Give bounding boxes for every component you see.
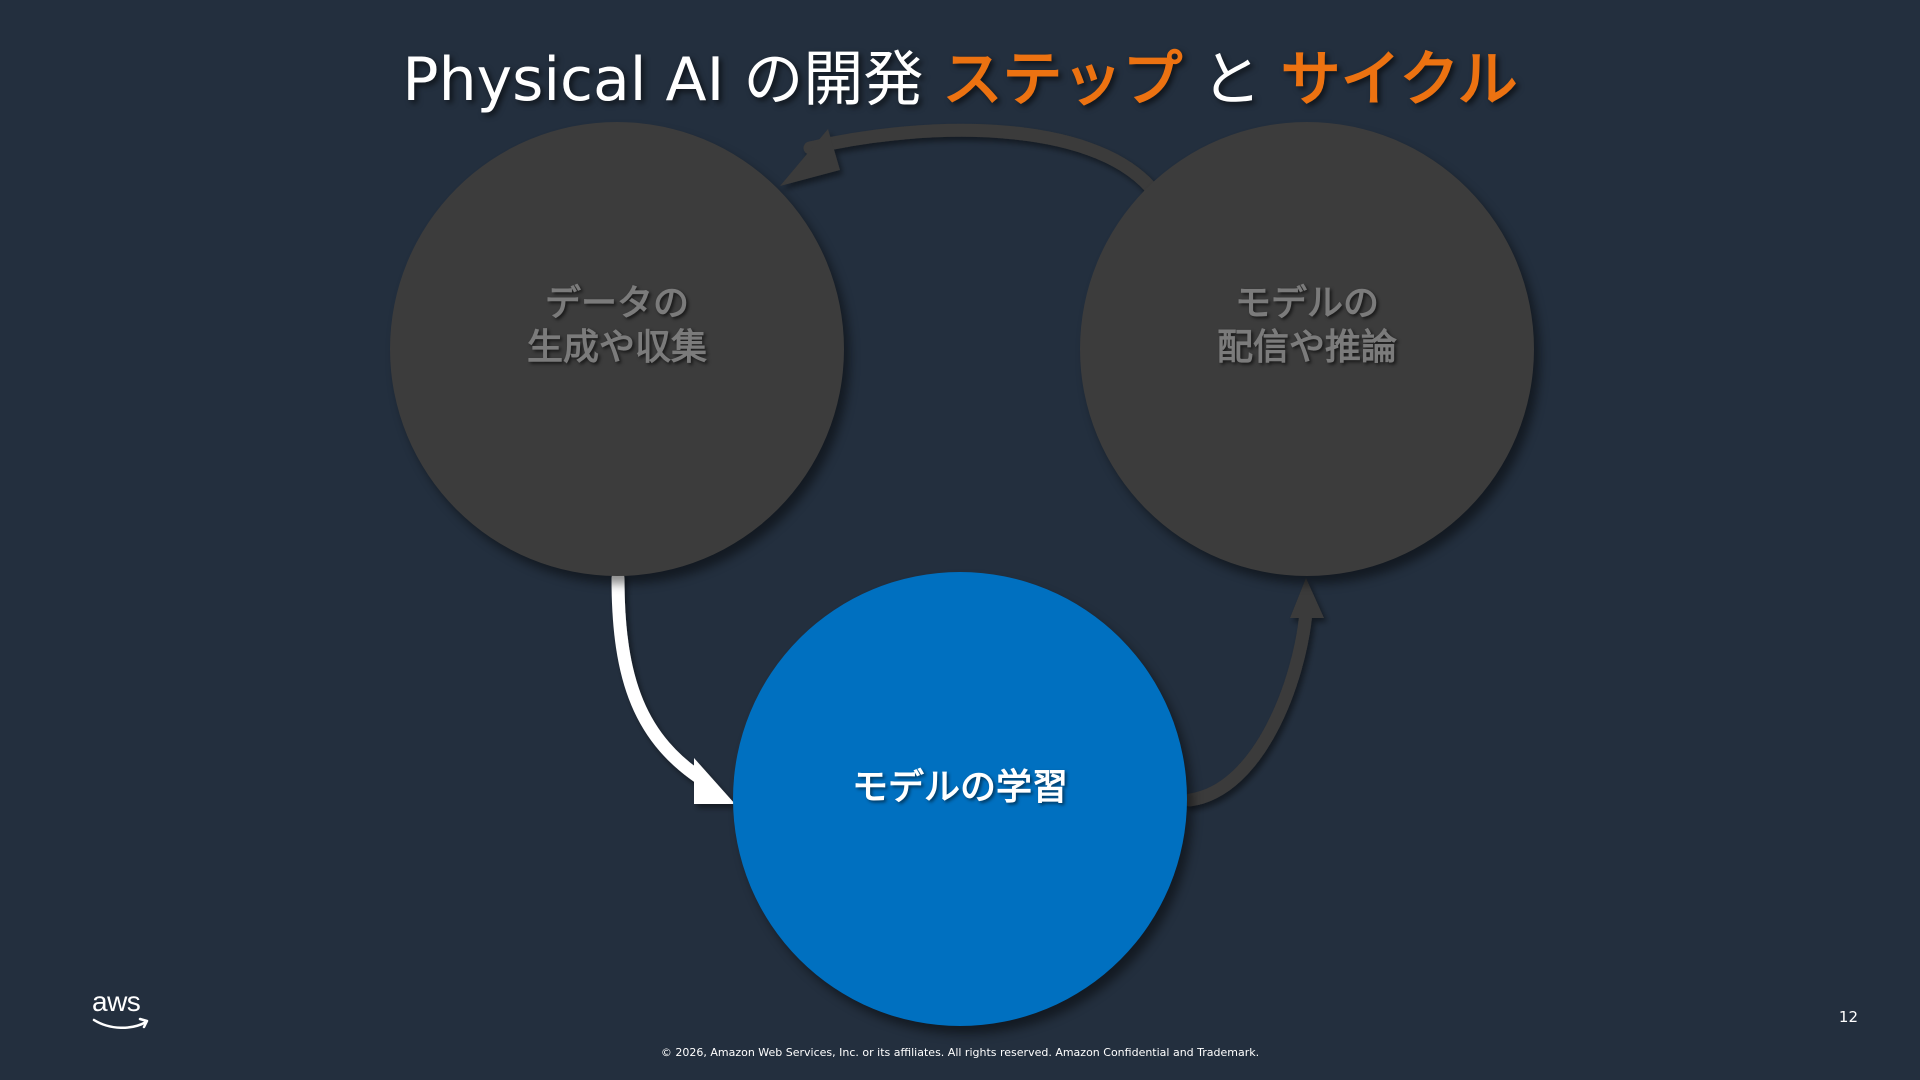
aws-logo: aws xyxy=(92,986,154,1034)
slide-title: Physical AI の開発 ステップ と サイクル xyxy=(0,40,1920,120)
arrow-data-to-training xyxy=(611,571,713,789)
node-model-inference: モデルの 配信や推論 xyxy=(1080,122,1534,576)
node-model-training-label: モデルの学習 xyxy=(851,767,1068,808)
copyright-footer: © 2026, Amazon Web Services, Inc. or its… xyxy=(660,1046,1260,1059)
arrowhead-data-to-training xyxy=(694,758,735,804)
arrowhead-inference-to-data xyxy=(780,129,840,186)
node-data-generation: データの 生成や収集 xyxy=(390,122,844,576)
arrowhead-training-to-inference xyxy=(1290,578,1324,618)
aws-logo-text: aws xyxy=(92,986,141,1017)
title-part-3: と xyxy=(1182,45,1281,115)
arrow-inference-to-data xyxy=(803,123,1157,194)
title-highlight-step: ステップ xyxy=(942,45,1183,115)
node-model-inference-label: モデルの 配信や推論 xyxy=(1216,283,1397,368)
node-model-training: モデルの学習 xyxy=(733,572,1187,1026)
title-highlight-cycle: サイクル xyxy=(1280,45,1518,115)
aws-smile-icon xyxy=(92,1017,149,1029)
arrow-training-to-inference xyxy=(1183,605,1313,807)
title-part-1: Physical AI の開発 xyxy=(402,45,943,115)
node-data-generation-label: データの 生成や収集 xyxy=(526,283,707,368)
page-number: 12 xyxy=(1838,1008,1858,1026)
